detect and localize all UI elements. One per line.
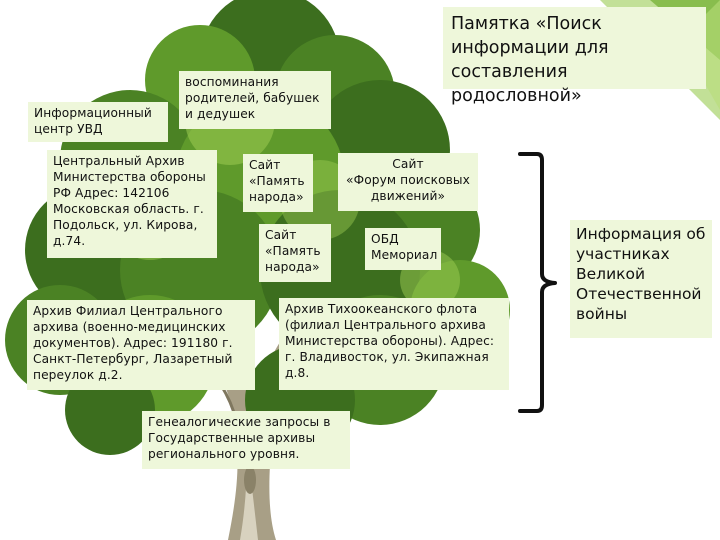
box-site-memory-2: Сайт «Память народа» xyxy=(259,224,331,282)
box-family-memories: воспоминания родителей, бабушек и дедуше… xyxy=(179,71,331,129)
box-obd-memorial: ОБД Мемориал xyxy=(365,228,441,270)
box-genealogy-requests: Генеалогические запросы в Государственны… xyxy=(142,411,350,469)
box-central-archive: Центральный Архив Министерства обороны Р… xyxy=(47,150,217,258)
page-title: Памятка «Поиск информации для составлени… xyxy=(443,7,706,106)
box-site-memory-1: Сайт «Память народа» xyxy=(243,154,313,212)
box-archive-pacific: Архив Тихоокеанского флота (филиал Центр… xyxy=(279,298,509,390)
box-uvd-info-center: Информационный центр УВД xyxy=(28,102,168,142)
box-archive-filial: Архив Филиал Центрального архива (военно… xyxy=(27,300,255,390)
box-site-forum: Сайт «Форум поисковых движений» xyxy=(338,153,478,211)
info-summary-box: Информация об участниках Великой Отечест… xyxy=(570,220,712,338)
right-brace xyxy=(518,152,557,413)
